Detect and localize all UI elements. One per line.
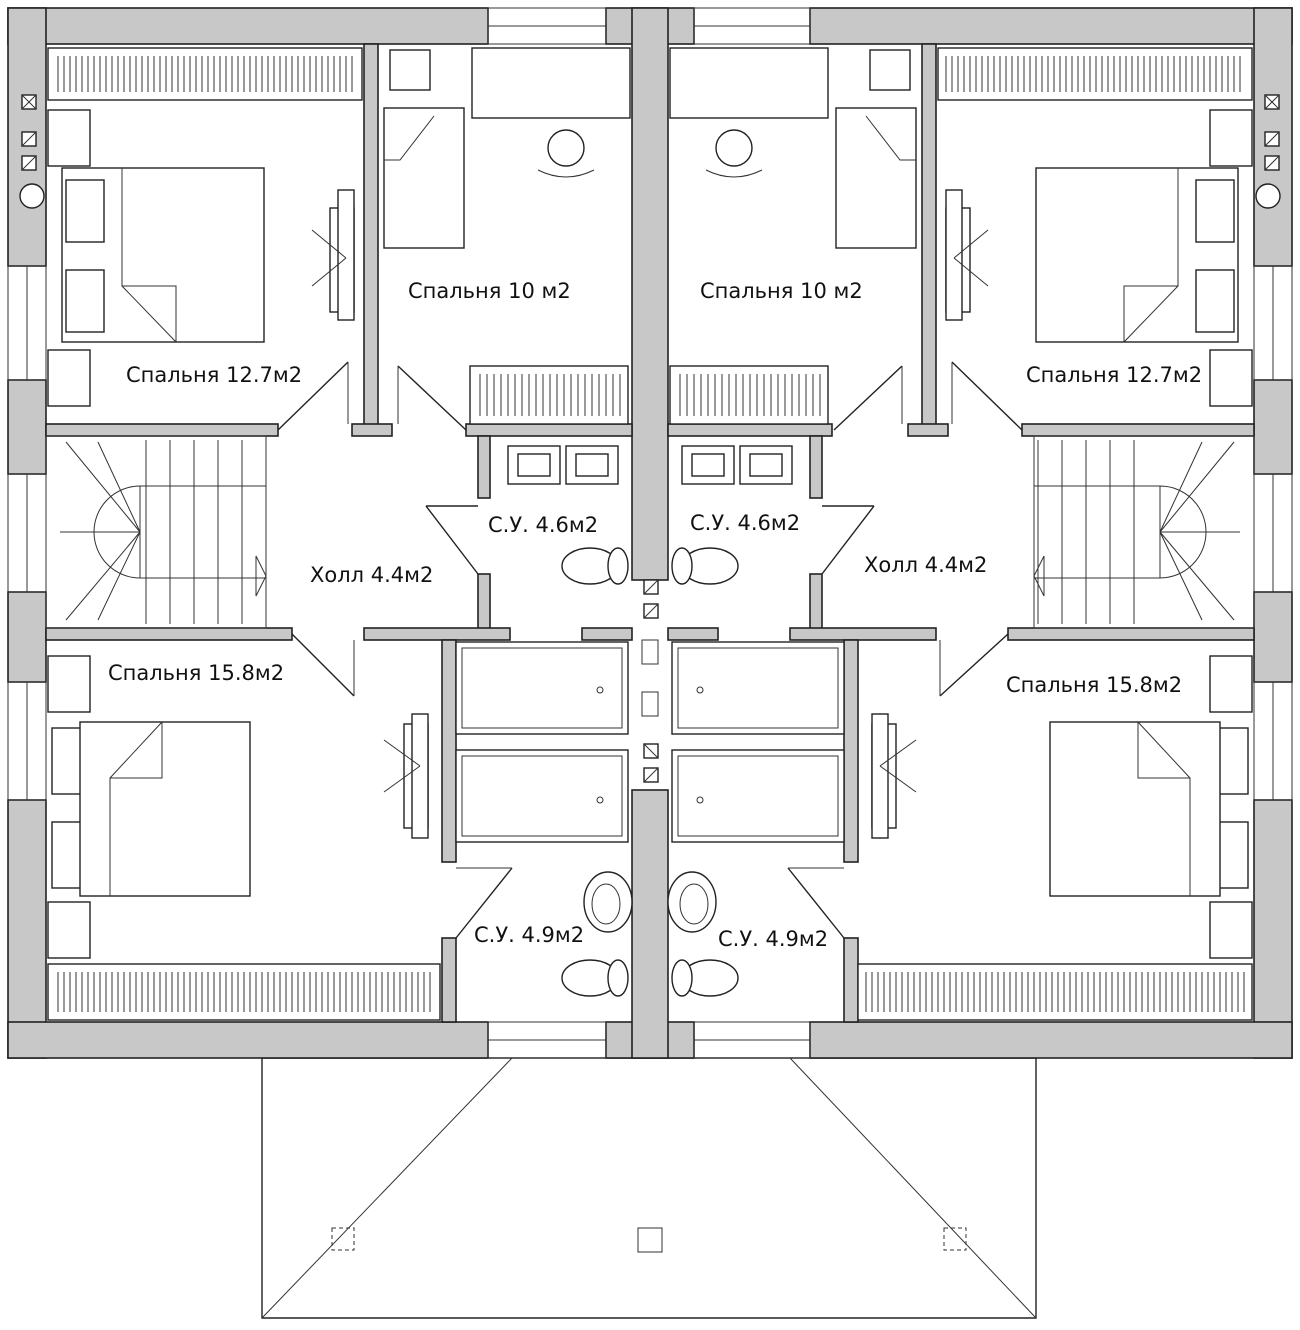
label-bedroom-tl: Спальня 12.7м2	[126, 363, 302, 387]
label-bath-br: С.У. 4.9м2	[718, 927, 828, 951]
label-bath-tl: С.У. 4.6м2	[488, 513, 598, 537]
label-bath-tr: С.У. 4.6м2	[690, 511, 800, 535]
bedroom-tr-furniture	[945, 109, 1253, 407]
label-hall-l: Холл 4.4м2	[310, 563, 433, 587]
staircase-right	[1033, 435, 1255, 629]
room-labels: Спальня 12.7м2 Спальня 10 м2 Спальня 10 …	[108, 279, 1202, 951]
bath-bl-fixtures	[561, 871, 633, 997]
radiator-fins	[57, 56, 1245, 1012]
bath-tl-fixtures	[507, 445, 629, 585]
vent-symbols	[19, 94, 1281, 209]
label-bath-bl: С.У. 4.9м2	[474, 923, 584, 947]
bathtubs	[455, 641, 845, 843]
windows	[7, 7, 1293, 1059]
bedroom-br-furniture	[871, 655, 1253, 959]
bath-tr-fixtures	[671, 445, 793, 585]
label-bedroom-tm: Спальня 10 м2	[408, 279, 571, 303]
bedroom-bl-furniture	[47, 655, 429, 959]
label-bedroom-bl: Спальня 15.8м2	[108, 661, 284, 685]
stair-steps-left	[145, 440, 243, 624]
doors	[277, 361, 1023, 939]
staircase-left	[45, 435, 267, 629]
roof-outline	[261, 1057, 1037, 1319]
bedroom-tl-furniture	[47, 109, 355, 407]
bedroom-tm2-furniture	[669, 47, 917, 249]
label-bedroom-tm2: Спальня 10 м2	[700, 279, 863, 303]
outer-walls	[7, 7, 1293, 1059]
label-bedroom-tr: Спальня 12.7м2	[1026, 363, 1202, 387]
bath-br-fixtures	[667, 871, 739, 997]
label-hall-r: Холл 4.4м2	[864, 553, 987, 577]
central-wall	[631, 7, 669, 1059]
bedroom-tm-furniture	[383, 47, 631, 249]
stair-steps-right	[1037, 440, 1135, 624]
label-bedroom-br: Спальня 15.8м2	[1006, 673, 1182, 697]
